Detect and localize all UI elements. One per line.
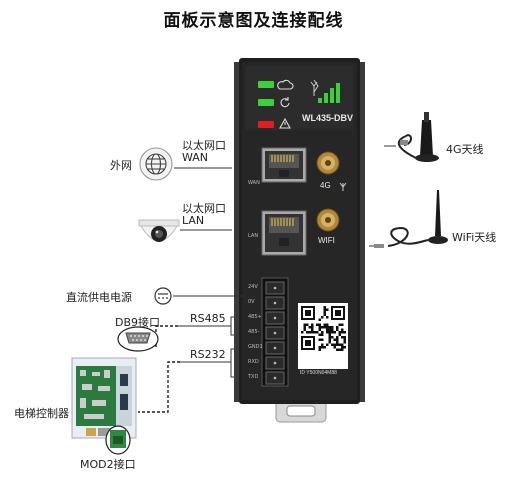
dc-power-label: 直流供电电源: [66, 291, 132, 304]
lan-label-line2: LAN: [182, 214, 205, 227]
terminal-pin-label: 485-: [248, 329, 260, 335]
lan-port-label: LAN: [248, 233, 259, 239]
terminal-block: [261, 277, 289, 387]
wan-label-line1: 以太网口: [182, 139, 226, 152]
dc-power-icon: [154, 287, 172, 305]
4g-antenna-connector: [316, 151, 340, 175]
elevator-controller-board: [71, 357, 137, 439]
rs485-label: RS485: [190, 312, 226, 325]
mod2-label: MOD2接口: [80, 458, 136, 471]
wifi-antenna: [374, 190, 448, 248]
lan-label-line1: 以太网口: [182, 202, 226, 215]
mod2-connector: [105, 425, 131, 455]
lan-port: [261, 210, 307, 256]
device-model: WL435-DBV: [302, 113, 354, 123]
4g-port-label: 4G: [320, 181, 331, 190]
status-leds: [258, 81, 274, 128]
wan-port-label: WAN: [248, 180, 260, 186]
db9-label: DB9接口: [115, 316, 161, 329]
wifi-port-label: WIFI: [318, 236, 335, 245]
wifi-antenna-label: WiFi天线: [452, 231, 497, 244]
terminal-pin-label: RXD: [248, 359, 259, 365]
qr-code: [298, 303, 348, 369]
refresh-icon: [280, 97, 290, 108]
terminal-pin-label: TXD: [248, 374, 259, 380]
elevator-controller-label: 电梯控制器: [14, 407, 69, 420]
rs232-label: RS232: [190, 348, 226, 361]
wan-label-line2: WAN: [182, 151, 209, 164]
antenna-icon: [339, 182, 347, 191]
camera-icon: [138, 219, 180, 242]
4g-antenna: [397, 112, 439, 162]
external-network-label: 外网: [110, 159, 132, 172]
globe-icon: [139, 147, 173, 181]
terminal-pin-label: GND1: [248, 344, 263, 350]
cloud-icon: [277, 79, 294, 90]
page-title: 面板示意图及连接配线: [163, 11, 344, 31]
4g-antenna-label: 4G天线: [446, 143, 484, 156]
terminal-pin-label: 24V: [248, 284, 258, 290]
warning-icon: [279, 117, 291, 129]
connection-lines: [173, 145, 396, 378]
terminal-pin-label: 0V: [248, 299, 255, 305]
wan-port: [261, 147, 307, 183]
signal-strength-icon: [310, 79, 340, 103]
db9-connector: [117, 326, 159, 352]
wifi-antenna-connector: [316, 208, 340, 232]
qr-id-label: ID Y500N04M88: [300, 370, 337, 376]
terminal-pin-label: 485+: [248, 314, 262, 320]
